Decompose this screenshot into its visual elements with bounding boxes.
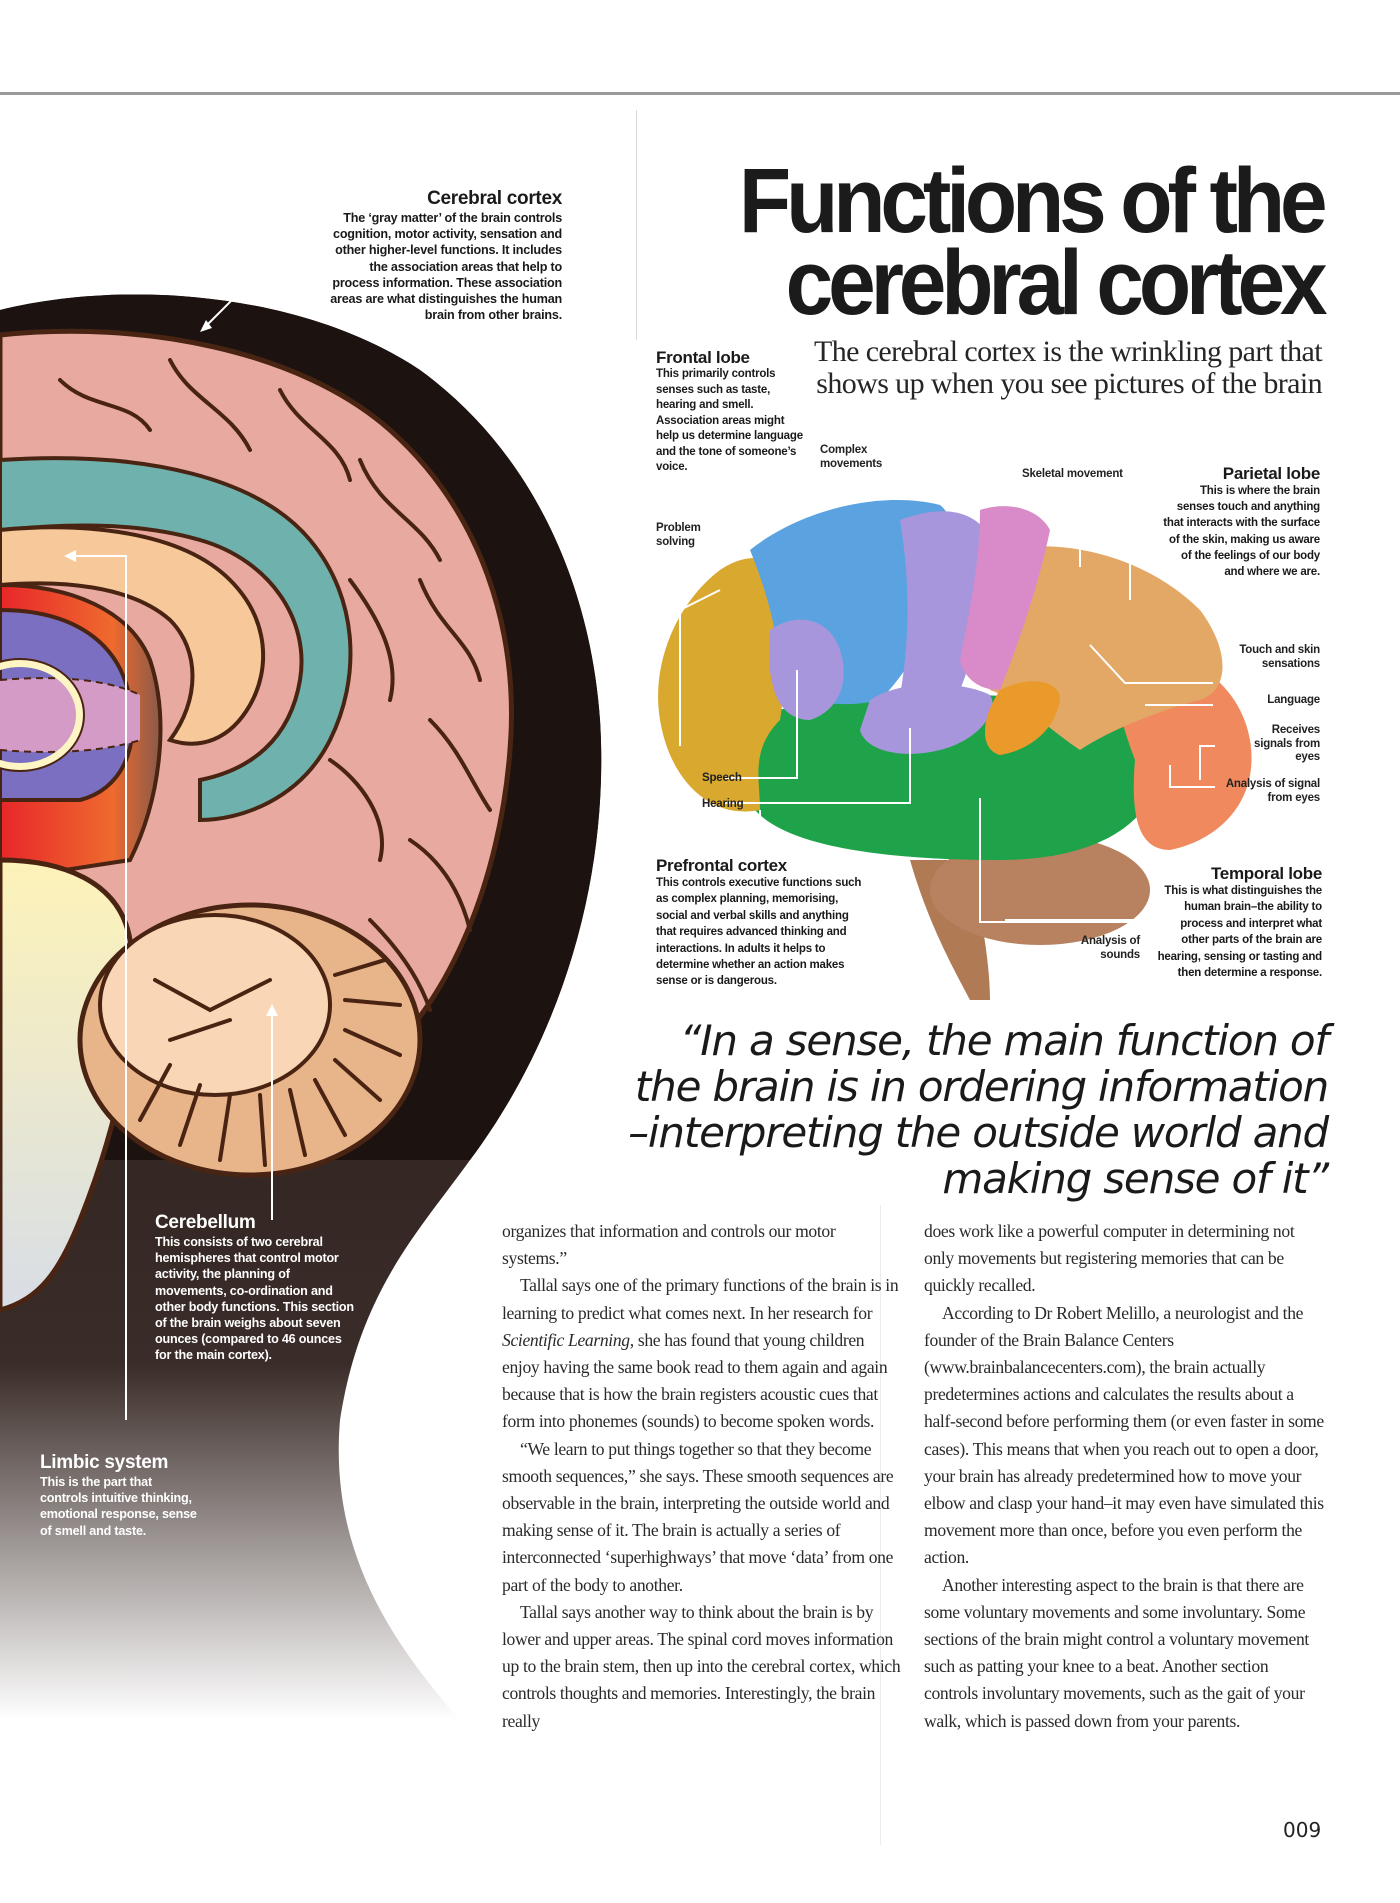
label-receives-signals: Receives signals from eyes <box>1254 724 1320 763</box>
lobe-title: Prefrontal cortex <box>656 856 787 875</box>
label-speech: Speech <box>702 772 742 784</box>
page-title: Functions of the cerebral cortex <box>738 155 1327 329</box>
label-temporal-lobe: Temporal lobe This is what distinguishes… <box>1150 864 1323 981</box>
body-text: she has found that young children enjoy … <box>502 1329 888 1432</box>
pull-quote-line: “In a sense, the main function of <box>679 1016 1330 1065</box>
publication-name: Scientific Learning, <box>502 1329 634 1350</box>
pull-quote-line: –interpreting the outside world and <box>628 1108 1329 1157</box>
lobes-graphic <box>658 500 1252 1000</box>
body-paragraph: Tallal says one of the primary functions… <box>502 1272 902 1435</box>
pull-quote-line: making sense of it” <box>942 1154 1329 1203</box>
label-problem-solving: Problem solving <box>656 522 701 548</box>
callout-text: This consists of two cerebral hemisphere… <box>155 1235 354 1363</box>
callout-text: This is the part that controls intuitive… <box>40 1475 197 1538</box>
lobe-title: Frontal lobe <box>656 348 750 367</box>
body-column-1: organizes that information and controls … <box>502 1218 902 1735</box>
label-frontal-lobe: Frontal lobe This primarily controls sen… <box>656 348 806 476</box>
label-complex-movements: Complex movements <box>820 444 883 470</box>
label-touch-skin: Touch and skin sensations <box>1239 644 1320 670</box>
body-paragraph: Tallal says another way to think about t… <box>502 1601 901 1731</box>
body-paragraph: According to Dr Robert Melillo, a neurol… <box>924 1302 1324 1568</box>
callout-text: The ‘gray matter’ of the brain controls … <box>330 211 562 323</box>
body-text: Tallal says one of the primary functions… <box>502 1275 899 1323</box>
body-paragraph: organizes that information and controls … <box>502 1221 836 1269</box>
callout-title: Limbic system <box>40 1452 169 1473</box>
lobe-title: Parietal lobe <box>1222 464 1321 483</box>
label-language: Language <box>1267 694 1320 706</box>
callout-cerebral-cortex: Cerebral cortex The ‘gray matter’ of the… <box>330 188 562 323</box>
brain-section-graphic <box>0 201 602 1720</box>
lobe-text: This controls executive functions such a… <box>656 877 862 988</box>
label-analysis-signal: Analysis of signal from eyes <box>1225 778 1320 804</box>
page-title-line-2: cerebral cortex <box>785 232 1327 334</box>
label-analysis-sounds: Analysis of sounds <box>1080 935 1140 961</box>
callout-limbic-system: Limbic system This is the part that cont… <box>40 1452 200 1539</box>
body-paragraph: Another interesting aspect to the brain … <box>924 1574 1309 1731</box>
callout-cerebellum: Cerebellum This consists of two cerebral… <box>155 1212 355 1364</box>
body-paragraph: does work like a powerful computer in de… <box>924 1221 1295 1296</box>
body-column-2: does work like a powerful computer in de… <box>924 1218 1324 1735</box>
lobe-text: This is where the brain senses touch and… <box>1163 485 1320 579</box>
page-title-line-1: Functions of the <box>738 150 1327 252</box>
layout-guide <box>636 110 637 340</box>
label-skeletal-movement: Skeletal movement <box>1022 468 1123 480</box>
label-prefrontal-cortex: Prefrontal cortex This controls executiv… <box>656 856 866 990</box>
pull-quote: “In a sense, the main function of the br… <box>548 1016 1330 1203</box>
label-hearing: Hearing <box>702 798 744 810</box>
brain-lobes-diagram: Frontal lobe This primarily controls sen… <box>640 348 1340 1020</box>
layout-guide <box>880 1205 881 1845</box>
lobe-text: This is what distinguishes the human bra… <box>1157 885 1323 980</box>
pull-quote-line: the brain is in ordering information <box>634 1062 1329 1111</box>
callout-title: Cerebral cortex <box>427 188 562 209</box>
page-number: 009 <box>1283 1818 1322 1842</box>
lobe-title: Temporal lobe <box>1210 864 1322 883</box>
label-parietal-lobe: Parietal lobe This is where the brain se… <box>1160 464 1320 580</box>
lobe-text: This primarily controls senses such as t… <box>656 368 803 473</box>
standfirst: The cerebral cortex is the wrinkling par… <box>813 335 1323 400</box>
top-rule <box>0 92 1400 95</box>
body-paragraph: “We learn to put things together so that… <box>502 1438 894 1595</box>
brain-cross-section-illustration: Cerebral cortex The ‘gray matter’ of the… <box>0 160 640 1720</box>
callout-title: Cerebellum <box>155 1212 256 1233</box>
